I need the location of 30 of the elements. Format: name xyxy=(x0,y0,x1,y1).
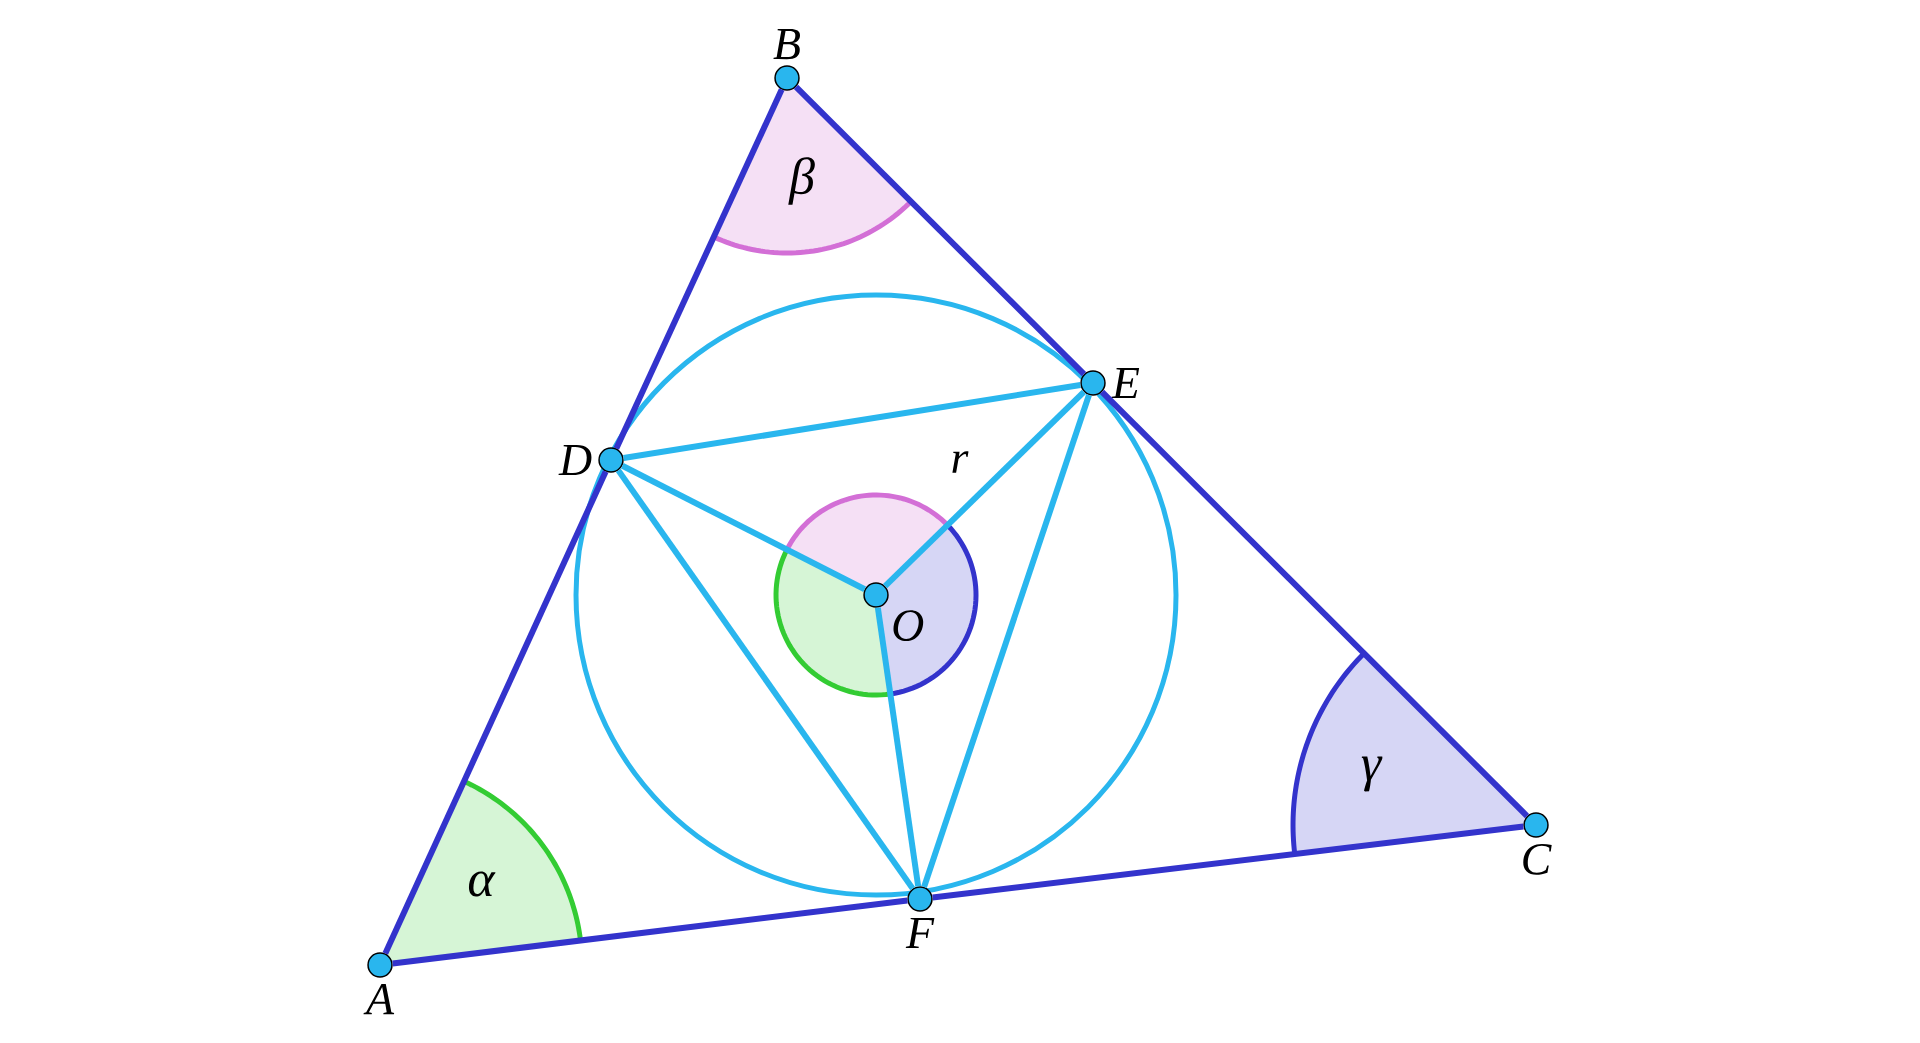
line-segment xyxy=(883,389,1086,589)
point: F xyxy=(905,886,935,948)
line-segment xyxy=(613,88,785,450)
line-segment xyxy=(623,382,1081,461)
point: A xyxy=(363,952,395,1015)
line-segment xyxy=(932,823,1524,901)
point: O xyxy=(863,582,924,641)
line-segment xyxy=(392,897,908,967)
edge-label: r xyxy=(948,449,971,475)
line-segment xyxy=(921,394,1092,888)
angle-label: β xyxy=(788,157,815,205)
node-label: C xyxy=(1523,843,1552,875)
angle-label: α xyxy=(468,871,496,897)
node-label: D xyxy=(558,444,592,476)
node-label: A xyxy=(363,983,395,1015)
line-segment xyxy=(874,607,922,887)
node-label: B xyxy=(773,28,800,60)
point: C xyxy=(1523,812,1552,875)
line-segment xyxy=(615,468,916,891)
line-segment xyxy=(1099,389,1530,819)
node-label: O xyxy=(893,610,924,641)
line-segment xyxy=(793,84,1087,377)
angle-label: γ xyxy=(1361,756,1383,792)
point: D xyxy=(558,444,624,476)
point: E xyxy=(1080,368,1140,398)
node-label: E xyxy=(1111,368,1140,399)
node-label: F xyxy=(905,917,935,948)
point: B xyxy=(773,29,800,91)
line-segment xyxy=(620,463,867,592)
line-segment xyxy=(382,470,609,955)
